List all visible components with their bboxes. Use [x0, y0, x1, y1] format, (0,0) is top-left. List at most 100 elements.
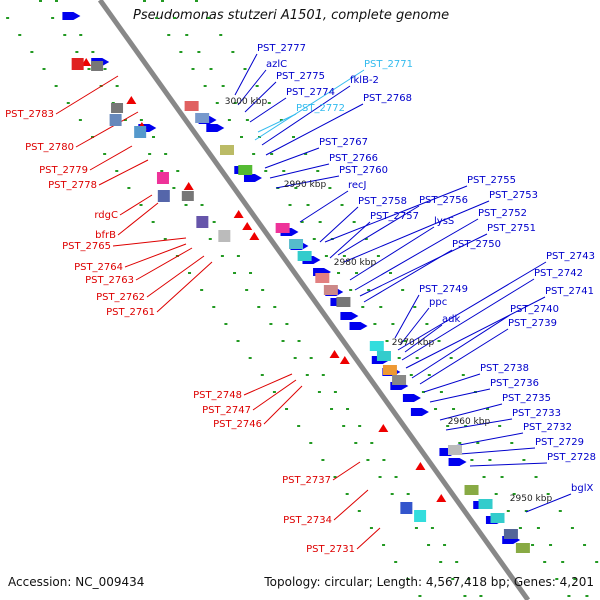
gene-label-right[interactable]: PST_2741 [545, 286, 594, 297]
gene-label-right[interactable]: azlC [266, 59, 287, 70]
gene-label-right[interactable]: PST_2738 [480, 363, 529, 374]
gene-label-left[interactable]: PST_2765 [62, 241, 111, 252]
tick-dot [531, 544, 535, 546]
gene-label-right[interactable]: PST_2733 [512, 408, 561, 419]
gene-label-right[interactable]: PST_2750 [452, 239, 501, 250]
tick-dot [470, 459, 474, 461]
gene-label-right[interactable]: PST_2772 [296, 103, 345, 114]
gene-label-right[interactable]: PST_2728 [547, 452, 596, 463]
right-connector [324, 185, 468, 243]
gene-block [134, 126, 147, 138]
gene-label-right[interactable]: PST_2755 [467, 175, 516, 186]
gene-block [414, 510, 427, 522]
accession-label: Accession: NC_009434 [8, 575, 145, 589]
gene-label-left[interactable]: PST_2762 [96, 292, 145, 303]
right-connector [343, 200, 490, 263]
tick-dot [160, 170, 164, 172]
tick-dot [267, 102, 271, 104]
gene-label-right[interactable]: recJ [348, 180, 367, 191]
gene-label-left[interactable]: PST_2734 [283, 515, 332, 526]
gene-label-right[interactable]: bglX [571, 483, 593, 494]
left-connector [332, 461, 361, 481]
gene-label-right[interactable]: PST_2777 [257, 43, 306, 54]
gene-label-right[interactable]: PST_2775 [276, 71, 325, 82]
gene-label-left[interactable]: PST_2763 [85, 275, 134, 286]
gene-label-right[interactable]: PST_2766 [329, 153, 378, 164]
tick-dot [486, 408, 490, 410]
gene-label-left[interactable]: PST_2764 [74, 262, 123, 273]
gene-label-right[interactable]: PST_2767 [319, 137, 368, 148]
gene-label-left[interactable]: PST_2747 [202, 405, 251, 416]
tick-dot [349, 289, 353, 291]
tick-dot [406, 578, 410, 580]
gene-label-right[interactable]: PST_2740 [510, 304, 559, 315]
gene-label-right[interactable]: PST_2742 [534, 268, 583, 279]
tick-dot [467, 578, 471, 580]
tick-dot [364, 238, 368, 240]
gene-label-right[interactable]: PST_2732 [523, 422, 572, 433]
scale-tick-label: 2980 kbp [334, 258, 377, 268]
tick-dot [397, 357, 401, 359]
gene-label-right[interactable]: PST_2751 [487, 223, 536, 234]
tick-dot [264, 170, 268, 172]
gene-label-right[interactable]: PST_2756 [419, 195, 468, 206]
gene-label-right[interactable]: PST_2774 [286, 87, 335, 98]
gene-label-left[interactable]: PST_2731 [306, 544, 355, 555]
tick-dot [570, 527, 574, 529]
gene-label-left[interactable]: PST_2746 [213, 419, 262, 430]
gene-label-right[interactable]: PST_2729 [535, 437, 584, 448]
tick-dot [236, 340, 240, 342]
gene-label-right[interactable]: lysS [434, 216, 454, 227]
tick-dot [451, 578, 455, 580]
gene-label-right[interactable]: adk [442, 314, 460, 325]
gene-block [448, 445, 462, 455]
right-connector [349, 226, 435, 281]
gene-label-left[interactable]: PST_2779 [39, 165, 88, 176]
gene-label-right[interactable]: PST_2760 [339, 165, 388, 176]
tick-dot [558, 510, 562, 512]
gene-label-left[interactable]: bfrB [95, 230, 116, 241]
gene-label-left[interactable]: PST_2761 [106, 307, 155, 318]
tick-dot [555, 578, 559, 580]
gene-label-left[interactable]: PST_2780 [25, 142, 74, 153]
gene-label-right[interactable]: PST_2753 [489, 190, 538, 201]
gene-label-right[interactable]: PST_2757 [370, 211, 419, 222]
gene-label-left[interactable]: PST_2737 [282, 475, 331, 486]
tick-dot [176, 170, 180, 172]
gene-label-right[interactable]: PST_2736 [490, 378, 539, 389]
gene-label-left[interactable]: PST_2783 [5, 109, 54, 120]
gene-label-left[interactable]: rdgC [94, 210, 118, 221]
gene-label-right[interactable]: ppc [429, 297, 447, 308]
tick-dot [143, 0, 146, 2]
gene-label-right[interactable]: PST_2743 [546, 251, 595, 262]
gene-label-right[interactable]: PST_2758 [358, 196, 407, 207]
gene-label-right[interactable]: PST_2739 [508, 318, 557, 329]
right-connector [234, 53, 258, 96]
tick-dot [243, 68, 247, 70]
gene-label-right[interactable]: fklB-2 [350, 75, 379, 86]
tick-dot [488, 459, 492, 461]
tick-dot [333, 391, 337, 393]
tick-dot [452, 408, 456, 410]
tick-dot [443, 544, 447, 546]
gene-label-right[interactable]: PST_2768 [363, 93, 412, 104]
gene-label-right[interactable]: PST_2771 [364, 59, 413, 70]
tick-dot [54, 85, 58, 87]
gene-label-right[interactable]: PST_2735 [502, 393, 551, 404]
tick-dot [318, 221, 322, 223]
tick-dot [437, 340, 441, 342]
gene-block [238, 165, 253, 175]
tick-dot [221, 85, 225, 87]
tick-dot [506, 510, 510, 512]
tick-dot [200, 204, 204, 206]
gene-label-right[interactable]: PST_2749 [419, 284, 468, 295]
gene-label-right[interactable]: PST_2752 [478, 208, 527, 219]
gene-label-left[interactable]: PST_2778 [48, 180, 97, 191]
tick-dot [231, 51, 235, 53]
gene-block [91, 61, 104, 71]
gene-block [157, 190, 170, 202]
tick-dot [340, 204, 344, 206]
gene-label-left[interactable]: PST_2748 [193, 390, 242, 401]
right-connector [319, 206, 359, 243]
tick-dot [567, 595, 571, 597]
